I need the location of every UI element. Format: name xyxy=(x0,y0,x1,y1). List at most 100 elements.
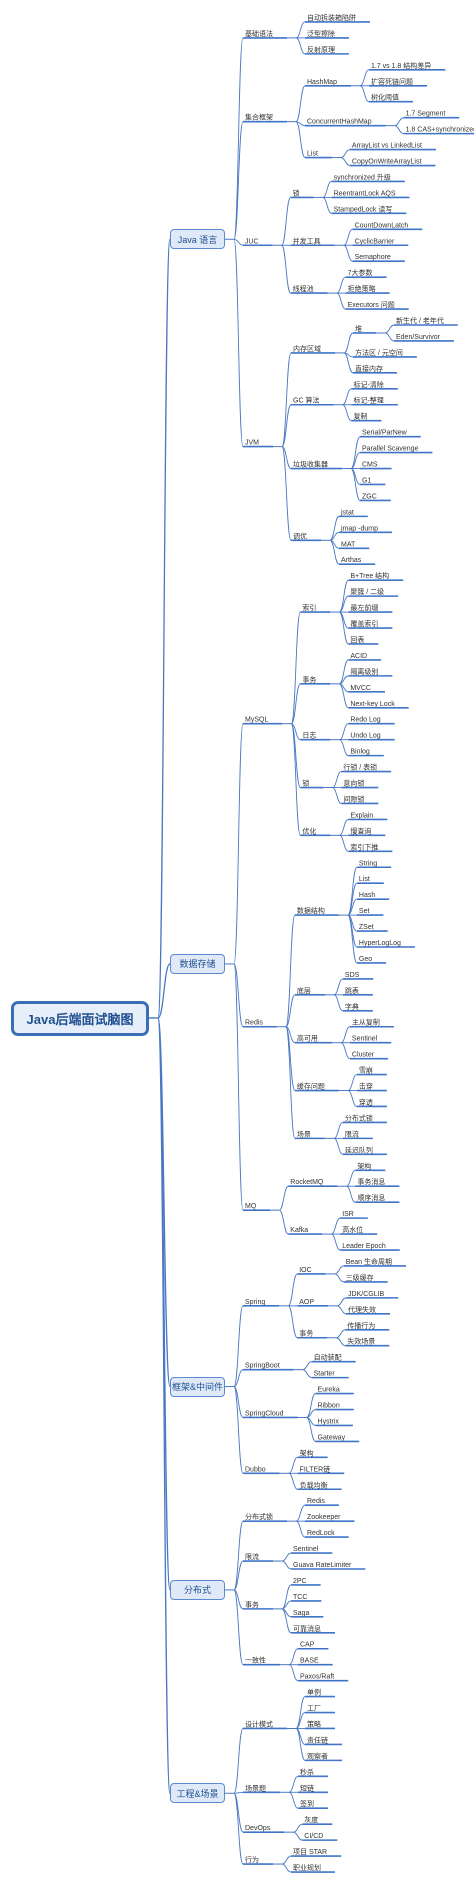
node-e5ba95e5b182[interactable]: 底层 xyxy=(297,986,311,995)
node-ribbon[interactable]: Ribbon xyxy=(318,1403,340,1410)
node-e9ab98e58fafe794a8[interactable]: 高可用 xyxy=(297,1034,318,1043)
node-copyonwritearraylist[interactable]: CopyOnWriteArrayList xyxy=(352,159,422,166)
node-e697a5e5bf97[interactable]: 日志 xyxy=(302,731,316,740)
node-springcloud[interactable]: SpringCloud xyxy=(245,1410,284,1417)
node-1.820cas2bsynchronized[interactable]: 1.8 CAS+synchronized xyxy=(406,127,474,134)
node-saga[interactable]: Saga xyxy=(293,1610,309,1617)
node-jvm[interactable]: JVM xyxy=(245,440,259,447)
node-reentrantlock20aqs[interactable]: ReentrantLock AQS xyxy=(334,190,396,197)
node-isr[interactable]: ISR xyxy=(342,1211,354,1218)
node-cms[interactable]: CMS xyxy=(362,462,378,469)
node-rocketmq[interactable]: RocketMQ xyxy=(290,1179,324,1186)
node-mysql[interactable]: MySQL xyxy=(245,717,268,724)
node-e5ad97e585b8[interactable]: 字典 xyxy=(345,1002,359,1011)
node-e887aae58aa8e8a385e9858d[interactable]: 自动装配 xyxy=(314,1353,342,1362)
node-e99990e6b581[interactable]: 限流 xyxy=(245,1552,259,1561)
node-b2btree20e7bb93e69e84[interactable]: B+Tree 结构 xyxy=(350,571,389,580)
node-dubbo[interactable]: Dubbo xyxy=(245,1466,266,1473)
node-e59cbae699afe9a298[interactable]: 场景题 xyxy=(245,1783,266,1792)
node-countdownlatch[interactable]: CountDownLatch xyxy=(355,222,409,229)
node-e79bb4e68ea5e58685e5ad98[interactable]: 直接内存 xyxy=(355,364,383,373)
node-list[interactable]: List xyxy=(359,876,370,883)
node-e8b49fe8bdbde59d87e8a1a1[interactable]: 负载均衡 xyxy=(300,1480,328,1489)
node-leader20epoch[interactable]: Leader Epoch xyxy=(342,1243,386,1250)
node-sds[interactable]: SDS xyxy=(345,972,360,979)
node-e99481[interactable]: 锁 xyxy=(302,779,309,788)
node-mat[interactable]: MAT xyxy=(341,541,356,548)
node-e685a2e69fa5e8afa2[interactable]: 慢查询 xyxy=(350,826,371,835)
node-kafka[interactable]: Kafka xyxy=(290,1227,308,1234)
node-filtere993be[interactable]: FILTER链 xyxy=(300,1464,331,1473)
node-e58d95e4be8b[interactable]: 单例 xyxy=(307,1688,321,1697)
node-arraylist20vs20linkedlist[interactable]: ArrayList vs LinkedList xyxy=(352,143,422,150)
node-stampedlock20e8afbbe58699[interactable]: StampedLock 读写 xyxy=(334,204,393,213)
node-e8a18ce4b8ba[interactable]: 行为 xyxy=(245,1855,259,1864)
node-e7ad96e795a5[interactable]: 策略 xyxy=(307,1719,321,1728)
node-e99baae5b4a9[interactable]: 雪崩 xyxy=(359,1066,373,1075)
node-e8b083e4bc98[interactable]: 调优 xyxy=(293,531,307,540)
node-e99a94e7a6bbe7baa7e588ab[interactable]: 隔离级别 xyxy=(350,667,378,676)
node-e7babfe7a88be6b1a0[interactable]: 线程池 xyxy=(293,284,314,293)
node-concurrenthashmap[interactable]: ConcurrentHashMap xyxy=(307,119,372,126)
node-e6b39be59e8be693a6e999a4[interactable]: 泛型擦除 xyxy=(307,29,335,38)
node-acid[interactable]: ACID xyxy=(350,653,367,660)
node-e8819ae7b087202f20e4ba8ce7baa7[interactable]: 聚簇 / 二级 xyxy=(350,587,384,596)
node-devops[interactable]: DevOps xyxy=(245,1825,271,1832)
node-zset[interactable]: ZSet xyxy=(359,924,374,931)
branch-1[interactable]: 数据存储 xyxy=(170,953,225,974)
node-e4ba8be58aa1e6b688e681af[interactable]: 事务消息 xyxy=(357,1177,385,1186)
node-e4ba8be58aa1[interactable]: 事务 xyxy=(302,675,316,684)
node-e6a091e58c96e99888e580bc[interactable]: 树化阈值 xyxy=(371,93,399,102)
node-redlock[interactable]: RedLock xyxy=(307,1530,335,1537)
node-redis[interactable]: Redis xyxy=(307,1498,325,1505)
node-redo20log[interactable]: Redo Log xyxy=(350,717,380,724)
node-undo20log[interactable]: Undo Log xyxy=(350,733,380,740)
node-gc20e7ae97e6b395[interactable]: GC 算法 xyxy=(293,396,319,405)
node-e9a1b9e79bae20star[interactable]: 项目 STAR xyxy=(293,1848,327,1856)
mindmap-root[interactable]: Java后端面试脑图 xyxy=(11,1001,149,1036)
node-e99481[interactable]: 锁 xyxy=(293,188,300,197)
node-e99b86e59088e6a186e69eb6[interactable]: 集合框架 xyxy=(245,113,273,122)
node-e5bbb6e8bf9fe9989fe58897[interactable]: 延迟队列 xyxy=(345,1145,373,1154)
node-e9a1bae5ba8fe6b688e681af[interactable]: 顺序消息 xyxy=(357,1193,385,1202)
node-tcc[interactable]: TCC xyxy=(293,1594,307,1601)
node-e79fade993be[interactable]: 短链 xyxy=(300,1783,314,1792)
node-redis[interactable]: Redis xyxy=(245,1020,263,1027)
node-string[interactable]: String xyxy=(359,860,377,867)
node-e59b9ee8a1a8[interactable]: 回表 xyxy=(350,635,364,644)
node-springboot[interactable]: SpringBoot xyxy=(245,1363,280,1370)
node-e587bbe7a9bf[interactable]: 击穿 xyxy=(359,1082,373,1091)
node-guava20ratelimiter[interactable]: Guava RateLimiter xyxy=(293,1562,352,1569)
node-hyperloglog[interactable]: HyperLogLog xyxy=(359,940,401,947)
node-e8b7b3e8a1a8[interactable]: 跳表 xyxy=(345,986,359,995)
node-e6a087e8aeb0-e6b885e999a4[interactable]: 标记-清除 xyxy=(353,380,383,389)
node-e7b4a2e5bc95[interactable]: 索引 xyxy=(302,603,316,612)
branch-3[interactable]: 分布式 xyxy=(170,1579,225,1600)
node-e4b880e887b4e680a7[interactable]: 一致性 xyxy=(245,1656,266,1665)
node-jdk2fcglib[interactable]: JDK/CGLIB xyxy=(348,1291,385,1298)
node-gateway[interactable]: Gateway xyxy=(318,1434,346,1441)
node-juc[interactable]: JUC xyxy=(245,238,259,245)
node-mq[interactable]: MQ xyxy=(245,1203,257,1210)
node-e8aebee8aea1e6a8a1e5bc8f[interactable]: 设计模式 xyxy=(245,1719,273,1728)
node-g1[interactable]: G1 xyxy=(362,477,371,484)
node-e696b0e7949fe4bba3202f20e88081e5b9b4e4bb[interactable]: 新生代 / 老年代 xyxy=(396,316,444,325)
node-ioc[interactable]: IOC xyxy=(299,1267,311,1274)
node-e68b92e7bb9de7ad96e795a5[interactable]: 拒绝策略 xyxy=(348,284,376,293)
node-sentinel[interactable]: Sentinel xyxy=(352,1036,378,1043)
node-zookeeper[interactable]: Zookeeper xyxy=(307,1514,341,1521)
node-e8b4a3e4bbbbe993be[interactable]: 责任链 xyxy=(307,1735,328,1744)
node-parallel20scavenge[interactable]: Parallel Scavenge xyxy=(362,446,419,453)
node-jstat[interactable]: jstat xyxy=(340,509,354,516)
node-e8818ce4b89ae8a784e58892[interactable]: 职业规划 xyxy=(293,1863,321,1872)
node-e58685e5ad98e58cbae59f9f[interactable]: 内存区域 xyxy=(293,344,321,353)
node-e4ba8be58aa1[interactable]: 事务 xyxy=(245,1600,259,1609)
node-base[interactable]: BASE xyxy=(300,1658,319,1665)
node-e69c80e5b7a6e5898de7bc80[interactable]: 最左前缀 xyxy=(350,603,378,612)
node-e7a792e69d80[interactable]: 秒杀 xyxy=(300,1767,314,1776)
node-paxos2fraft[interactable]: Paxos/Raft xyxy=(300,1674,334,1681)
node-jmap20-dump[interactable]: jmap -dump xyxy=(340,525,378,532)
node-e5a48de588b6[interactable]: 复制 xyxy=(353,412,367,421)
node-e99990e6b581[interactable]: 限流 xyxy=(345,1129,359,1138)
node-e997b4e99a99e99481[interactable]: 间隙锁 xyxy=(343,794,364,803)
